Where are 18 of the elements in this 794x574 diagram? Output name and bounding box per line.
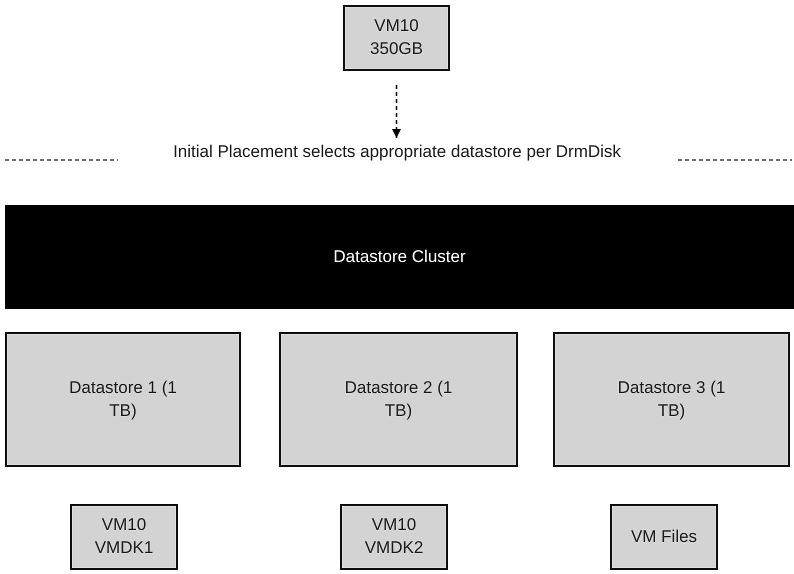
node-label: VM10 350GB xyxy=(369,15,424,60)
node-label: VM Files xyxy=(630,526,698,548)
node-label: VM10 VMDK1 xyxy=(94,514,154,559)
datastore-box xyxy=(553,332,790,467)
node-label: Datastore 3 (1 TB) xyxy=(616,376,726,422)
file-box xyxy=(610,504,718,570)
arrow xyxy=(392,85,401,138)
cluster-bar xyxy=(5,205,794,309)
datastore-box xyxy=(279,332,518,467)
file-box xyxy=(70,504,178,570)
placement-note: Initial Placement selects appropriate datastore per DrmDisk xyxy=(173,140,621,163)
vm-box xyxy=(343,5,450,71)
node-label: Datastore Cluster xyxy=(333,246,466,268)
node-label: Datastore 1 (1 TB) xyxy=(68,376,178,422)
file-box xyxy=(340,504,448,570)
node-label: Datastore 2 (1 TB) xyxy=(344,376,454,422)
node-label: VM10 VMDK2 xyxy=(364,514,424,559)
datastore-box xyxy=(5,332,241,467)
